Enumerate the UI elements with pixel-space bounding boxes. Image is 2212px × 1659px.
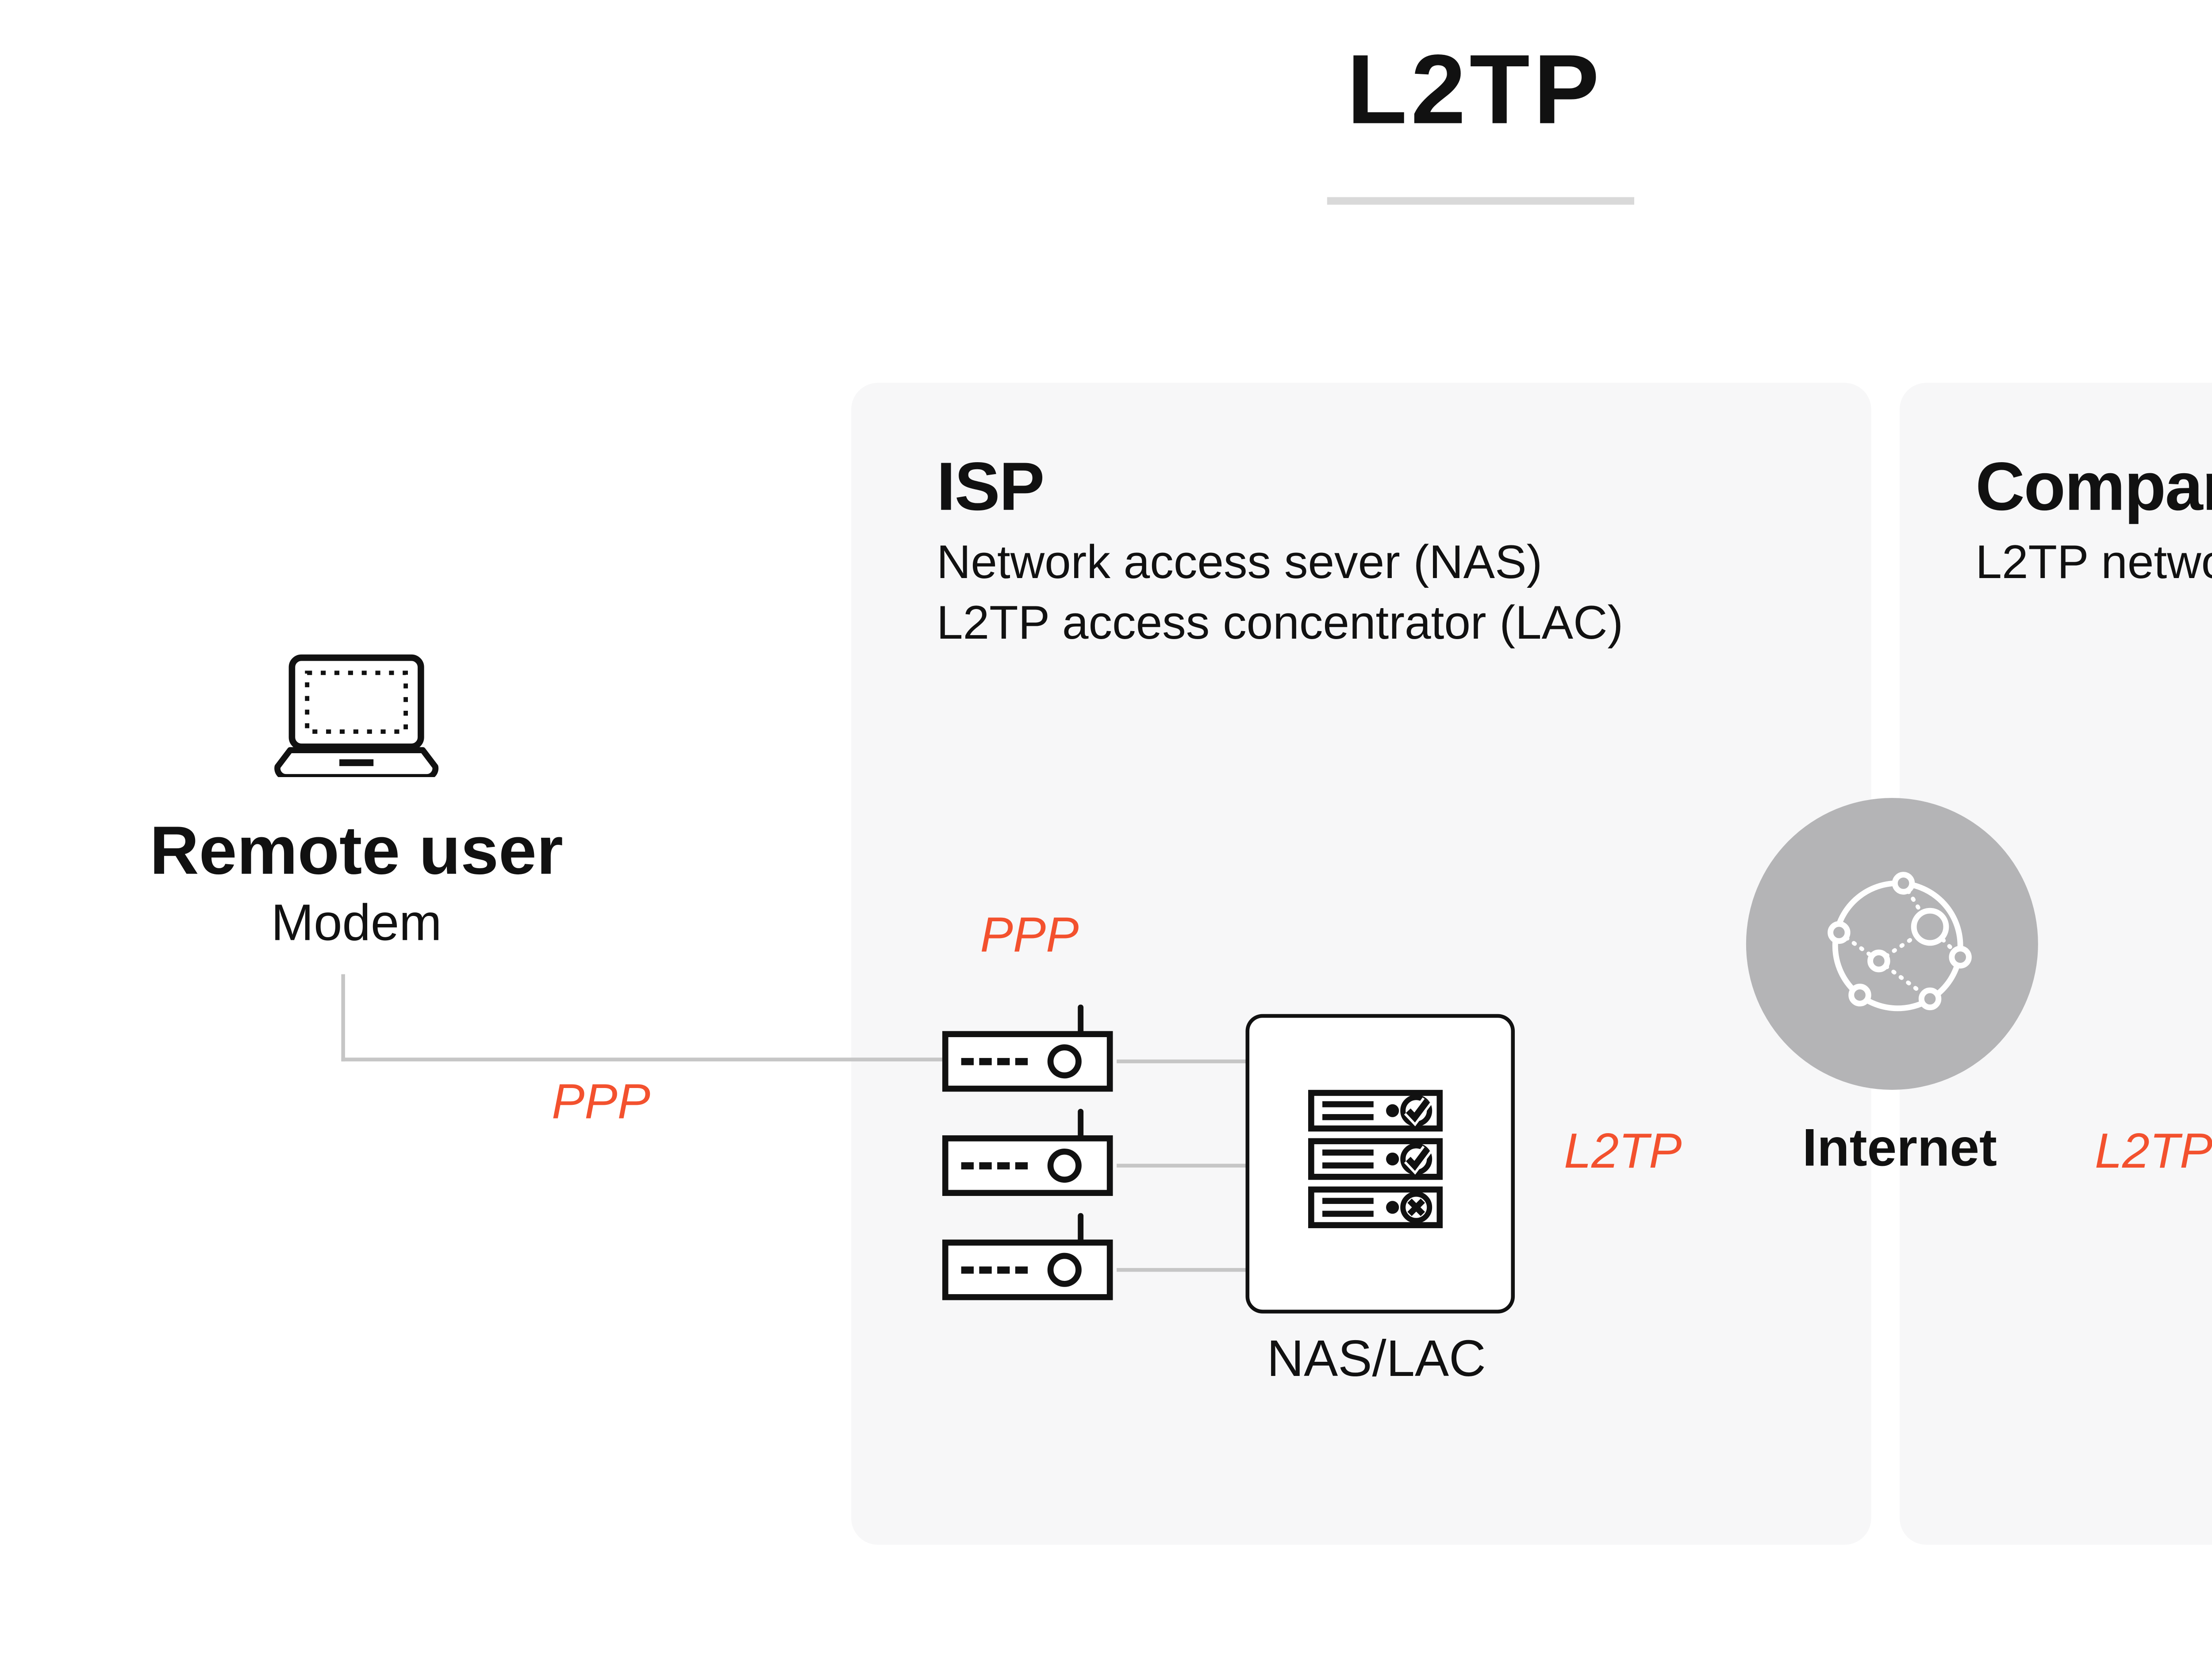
modem-icon — [942, 1213, 1113, 1300]
title-underline — [1327, 197, 1635, 205]
nas-lac-label: NAS/LAC — [1267, 1330, 1486, 1387]
company-subtitle-line1: L2TP network server (LNS) — [1975, 536, 2212, 590]
isp-subtitle-line1: Network access sever (NAS) — [936, 536, 1543, 590]
isp-subtitle-line2: L2TP access concentrator (LAC) — [936, 597, 1624, 650]
modem-nas-line — [1117, 1059, 1246, 1064]
remote-connection-vline — [341, 974, 345, 1061]
remote-user-title: Remote user — [150, 811, 563, 889]
company-panel-title: Company network — [1975, 447, 2212, 525]
modem-nas-line — [1117, 1268, 1246, 1272]
remote-user-subtitle: Modem — [271, 894, 442, 952]
isp-panel — [851, 383, 1871, 1545]
modem-icon — [942, 1004, 1113, 1092]
server-icon — [1308, 1090, 1443, 1228]
l2tp-isp-label: L2TP — [1564, 1122, 1682, 1179]
internet-circle — [1746, 798, 2038, 1090]
isp-panel-subtitle: Network access sever (NAS) L2TP access c… — [937, 533, 1623, 654]
modem-icon — [942, 1108, 1113, 1196]
modem-nas-line — [1117, 1164, 1246, 1168]
remote-connection-hline — [341, 1057, 945, 1061]
internet-label: Internet — [1802, 1118, 1997, 1177]
isp-panel-title: ISP — [936, 447, 1045, 525]
internet-network-icon — [1828, 872, 1972, 1011]
laptop-icon — [274, 654, 439, 778]
l2tp-company-label: L2TP — [2095, 1122, 2212, 1179]
ppp-isp-label: PPP — [980, 906, 1079, 963]
page-title: L2TP — [1347, 36, 1603, 146]
ppp-remote-label: PPP — [551, 1073, 650, 1130]
